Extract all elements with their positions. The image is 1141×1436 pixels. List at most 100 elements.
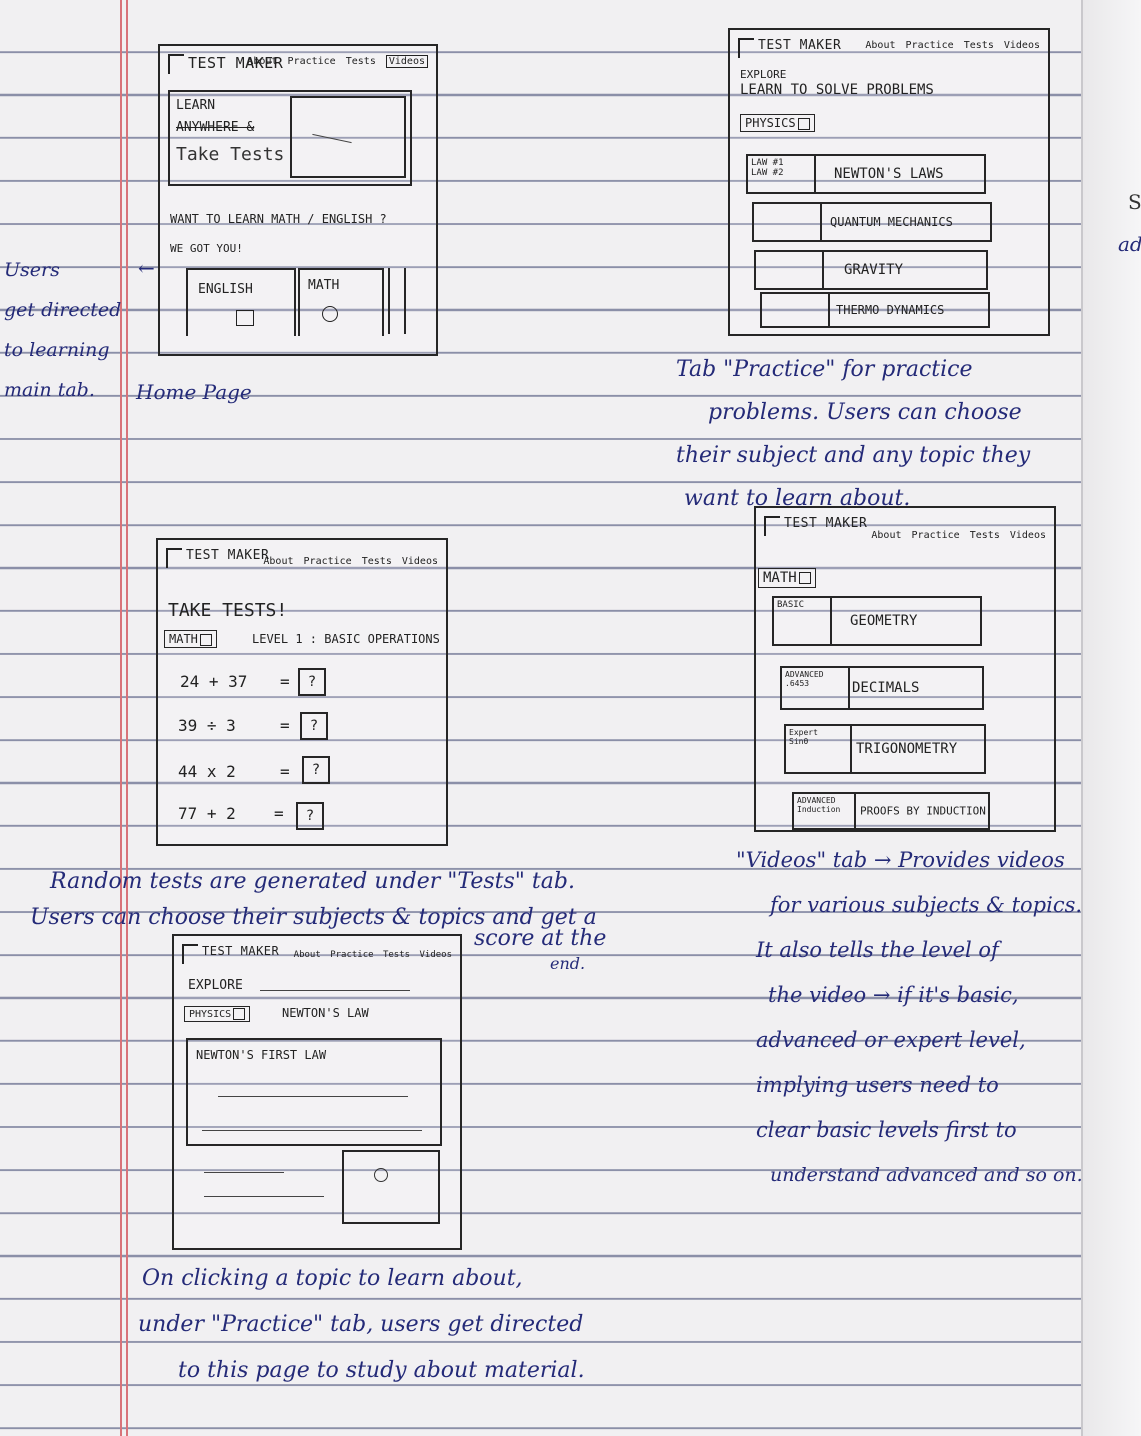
topic-row[interactable]: QUANTUM MECHANICS [752, 202, 992, 242]
video-row[interactable]: ADVANCED .6453 DECIMALS [780, 666, 984, 710]
brand-name: TEST MAKER [188, 54, 284, 72]
level-label: LEVEL 1 : BASIC OPERATIONS [252, 632, 440, 646]
sketch-header: TEST MAKER About Practice Tests Videos [160, 46, 436, 80]
planet-icon [756, 252, 824, 288]
study-note-line-1: On clicking a topic to learn about, [142, 1266, 523, 1291]
nav-tests[interactable]: Tests [963, 40, 994, 51]
subject-select[interactable]: PHYSICS [184, 1006, 251, 1022]
equals-sign: = [274, 804, 284, 823]
subject-card-english[interactable]: ENGLISH [186, 268, 296, 336]
equals-sign: = [280, 672, 290, 691]
nav-about[interactable]: About [293, 950, 321, 960]
nav-about[interactable]: About [865, 40, 896, 51]
book-icon [168, 54, 184, 74]
hero-banner: LEARN ANYWHERE & Take Tests [168, 90, 412, 186]
tests-note-line-4: end. [550, 954, 586, 973]
sketch-header: TEST MAKER About Practice Tests Videos [158, 540, 446, 574]
left-note-line-4: main tab. [4, 379, 95, 401]
margin-line-2 [126, 0, 128, 1436]
video-row[interactable]: ADVANCED Induction PROOFS BY INDUCTION [792, 792, 990, 830]
videos-tab-sketch: TEST MAKER About Practice Tests Videos M… [754, 506, 1056, 832]
atom-icon [754, 204, 822, 240]
videos-note-line-1: "Videos" tab → Provides videos [736, 848, 1065, 872]
videos-note-line-5: advanced or expert level, [756, 1028, 1026, 1052]
tests-note-line-3: score at the [474, 926, 607, 951]
nav-about[interactable]: About [871, 530, 902, 541]
answer-input[interactable]: ? [302, 756, 330, 784]
subject-select-value: MATH [763, 570, 797, 586]
subject-select[interactable]: MATH [164, 630, 217, 648]
practice-tab-sketch: TEST MAKER About Practice Tests Videos E… [728, 28, 1050, 336]
subject-english-label: ENGLISH [198, 282, 253, 297]
study-note-line-3: to this page to study about material. [178, 1358, 585, 1383]
topic-row[interactable]: GRAVITY [754, 250, 988, 290]
practice-note-line-1: Tab "Practice" for practice [676, 357, 973, 382]
content-panel: NEWTON'S FIRST LAW [186, 1038, 442, 1146]
study-page-sketch: TEST MAKER About Practice Tests Videos E… [172, 934, 462, 1250]
nav-tests[interactable]: Tests [361, 556, 392, 567]
topic-row[interactable]: THERMO DYNAMICS [760, 292, 990, 328]
nav-videos[interactable]: Videos [1009, 530, 1046, 541]
subject-select-value: PHYSICS [189, 1009, 232, 1020]
nav-tests[interactable]: Tests [382, 950, 411, 960]
answer-text: WE GOT YOU! [170, 242, 243, 255]
video-row[interactable]: BASIC GEOMETRY [772, 596, 982, 646]
book-icon [738, 38, 754, 58]
topic-row[interactable]: LAW #1 LAW #2 NEWTON'S LAWS [746, 154, 986, 194]
subject-card-math[interactable]: MATH [298, 268, 384, 336]
videos-note-line-2: for various subjects & topics. [770, 893, 1083, 917]
nav-practice[interactable]: Practice [303, 556, 352, 567]
tests-tab-sketch: TEST MAKER About Practice Tests Videos T… [156, 538, 448, 846]
video-thumbnail[interactable] [342, 1150, 440, 1224]
left-note-line-3: to learning [4, 339, 110, 361]
answer-input[interactable]: ? [300, 712, 328, 740]
nav-practice[interactable]: Practice [330, 950, 374, 960]
sketch-header: TEST MAKER About Practice Tests Videos [730, 30, 1048, 64]
question-expr: 44 x 2 [178, 762, 236, 781]
video-topic-label: DECIMALS [852, 680, 920, 696]
tests-heading: TAKE TESTS! [168, 600, 288, 621]
nav-bar: About Practice Tests Videos [290, 950, 452, 960]
equals-sign: = [280, 762, 290, 781]
subject-select[interactable]: MATH [758, 568, 816, 588]
nav-about[interactable]: About [247, 56, 278, 67]
nav-videos[interactable]: Videos [385, 55, 428, 68]
topic-thumb: LAW #1 LAW #2 [748, 156, 816, 192]
question-expr: 24 + 37 [180, 672, 248, 691]
sketch-header: TEST MAKER About Practice Tests Videos [756, 508, 1054, 542]
text-line [204, 1172, 284, 1173]
subject-select-value: MATH [169, 632, 198, 646]
nav-practice[interactable]: Practice [905, 40, 954, 51]
figure-icon [374, 1168, 388, 1182]
answer-input[interactable]: ? [298, 668, 326, 696]
level-badge: ADVANCED .6453 [782, 668, 850, 708]
chevron-down-icon [798, 572, 811, 584]
nav-videos[interactable]: Videos [419, 950, 452, 960]
nav-videos[interactable]: Videos [401, 556, 438, 567]
videos-note: "Videos" tab → Provides videos for vario… [736, 838, 1083, 1198]
level-badge: Expert Sinθ [786, 726, 852, 772]
edge-text-2: ad [1118, 232, 1141, 256]
video-topic-label: PROOFS BY INDUCTION [860, 804, 986, 818]
nav-tests[interactable]: Tests [345, 56, 376, 67]
nav-practice[interactable]: Practice [911, 530, 960, 541]
videos-note-line-8: understand advanced and so on. [770, 1164, 1083, 1186]
edge-text-1: S [1128, 190, 1141, 214]
topic-label: NEWTON'S LAW [282, 1006, 369, 1020]
videos-note-line-3: It also tells the level of [756, 938, 999, 962]
nav-bar: About Practice Tests Videos [259, 556, 438, 567]
practice-note-line-2: problems. Users can choose [708, 400, 1022, 425]
nav-about[interactable]: About [263, 556, 294, 567]
subject-select-value: PHYSICS [745, 116, 796, 130]
answer-input[interactable]: ? [296, 802, 324, 830]
nav-videos[interactable]: Videos [1003, 40, 1040, 51]
nav-tests[interactable]: Tests [969, 530, 1000, 541]
subject-select[interactable]: PHYSICS [740, 114, 815, 132]
home-page-sketch: TEST MAKER About Practice Tests Videos L… [158, 44, 438, 356]
practice-note: Tab "Practice" for practice problems. Us… [676, 348, 1030, 520]
scribble-mark [312, 133, 352, 144]
video-row[interactable]: Expert Sinθ TRIGONOMETRY [784, 724, 986, 774]
nav-practice[interactable]: Practice [287, 56, 336, 67]
topic-label: GRAVITY [844, 262, 904, 278]
videos-note-line-7: clear basic levels first to [756, 1118, 1017, 1142]
